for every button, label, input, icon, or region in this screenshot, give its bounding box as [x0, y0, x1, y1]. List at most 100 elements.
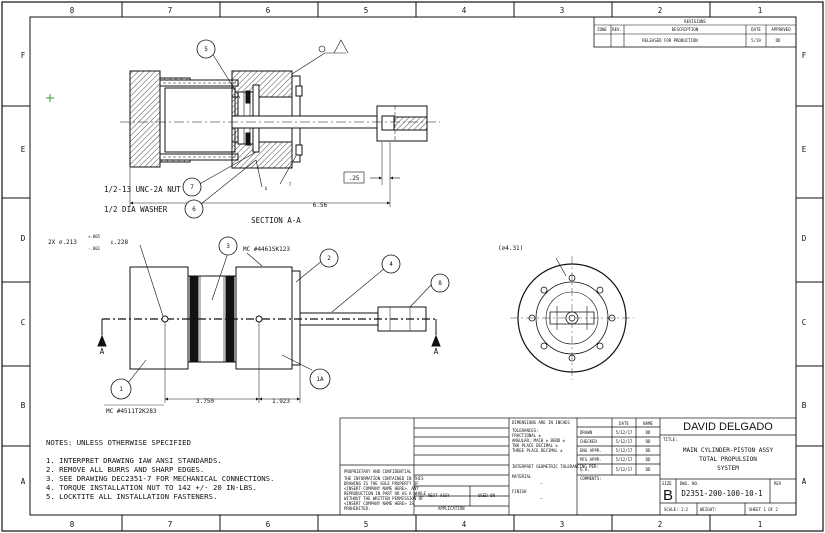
size-label: SIZE [662, 481, 672, 486]
qa-name: DD [646, 467, 651, 472]
dim-note-4: ANGULAR: MACH ± BEND ± [512, 438, 566, 443]
proprietary-title: PROPRIETARY AND CONFIDENTIAL [344, 469, 412, 474]
size-value: B [663, 487, 673, 504]
zone-labels: 8 7 6 5 4 3 2 1 8 7 6 5 4 3 2 1 F E D C … [21, 6, 807, 529]
balloon-1: 1 [119, 386, 123, 393]
dwg-no-value: D2351-200-100-10-1 [681, 489, 762, 498]
application-label: APPLICATION [438, 506, 465, 511]
end-view [510, 256, 634, 380]
used-on-label: USED ON [478, 493, 495, 498]
revisions-col-description: DESCRIPTION [672, 27, 699, 32]
revisions-col-zone: ZONE [597, 27, 607, 32]
zone-col-top-8: 1 [758, 6, 763, 15]
title-block-grid [339, 417, 797, 516]
scale-label: SCALE: 1:2 [664, 507, 689, 512]
zone-row-right-4: C [802, 318, 807, 327]
zone-col-top-2: 7 [168, 6, 173, 15]
eng-appr-date: 5/12/17 [616, 448, 633, 453]
note-3: 3. SEE DRAWING DEC2351-7 FOR MECHANICAL … [46, 474, 274, 483]
title-line-2: TOTAL PROPULSION [699, 456, 757, 463]
mfg-appr-name: DD [646, 457, 651, 462]
section-arrow-right: A [434, 347, 439, 356]
checked-date: 5/12/17 [616, 439, 633, 444]
balloon-5: 5 [204, 46, 208, 53]
title-label: TITLE: [663, 437, 677, 442]
zone-row-left-4: C [21, 318, 26, 327]
origin-cross-icon [46, 94, 54, 102]
balloon-6-washer: 6 [192, 206, 196, 213]
hole-tol-plus: +.005 [88, 234, 101, 239]
title-line-3: SYSTEM [717, 465, 739, 472]
zone-row-left-3: D [21, 234, 26, 243]
zone-row-left-6: A [21, 477, 26, 486]
finish-label: FINISH [512, 489, 527, 494]
note-4: 4. TORQUE INSTALLATION NUT TO 142 +/- 20… [46, 483, 257, 492]
name-header: NAME [643, 421, 653, 426]
balloon-4: 4 [389, 261, 393, 268]
revision-description: RELEASED FOR PRODUCTION [642, 38, 698, 43]
section-arrow-left: A [100, 347, 105, 356]
section-view [120, 39, 440, 209]
notes-heading: NOTES: UNLESS OTHERWISE SPECIFIED [46, 438, 191, 447]
comments-label: COMMENTS: [580, 476, 602, 481]
dim-note-5: TWO PLACE DECIMAL ± [512, 443, 558, 448]
zone-col-bottom-8: 1 [758, 520, 763, 529]
revision-approved: DD [776, 38, 781, 43]
proprietary-line-7: PROHIBITED. [344, 506, 371, 511]
dim-rod-end: .25 [349, 175, 360, 182]
next-assy-label: NEXT ASSY [428, 493, 450, 498]
proprietary-line-1: THE INFORMATION CONTAINED IN THIS [344, 476, 424, 481]
note-5: 5. LOCKTITE ALL INSTALLATION FASTENERS. [46, 492, 217, 501]
dwg-no-label: DWG. NO. [680, 481, 699, 486]
zone-col-bottom-7: 2 [658, 520, 663, 529]
interpret-label: INTERPRET GEOMETRIC TOLERANCING PER: [512, 464, 599, 469]
weight-label: WEIGHT: [700, 507, 717, 512]
zone-row-left-1: F [21, 51, 26, 60]
dim-end-diameter: (⌀4.31) [498, 245, 523, 252]
title-line-1: MAIN CYLINDER-PISTON ASSY [683, 447, 774, 454]
revisions-col-approved: APPROVED [771, 27, 791, 32]
mc-part-top: MC #4461SK123 [243, 246, 290, 253]
zone-col-bottom-4: 5 [364, 520, 369, 529]
zone-row-right-1: F [802, 51, 807, 60]
dim-right: 1.923 [272, 398, 290, 405]
drawn-date: 5/12/17 [616, 430, 633, 435]
material-value: — [540, 481, 543, 486]
balloon-8: 8 [438, 280, 442, 287]
zone-col-top-1: 8 [70, 6, 75, 15]
zone-row-left-5: B [21, 401, 26, 410]
hole-depth: ↧.228 [110, 239, 128, 246]
zone-col-top-5: 4 [462, 6, 467, 15]
zone-col-bottom-5: 4 [462, 520, 467, 529]
balloon-1a: 1A [316, 376, 324, 383]
proprietary-line-6: <INSERT COMPANY NAME HERE> IS [344, 501, 414, 506]
dim-note-3: FRACTIONAL ± [512, 433, 541, 438]
checked-name: DD [646, 439, 651, 444]
label-7: 7 [289, 182, 292, 187]
zone-col-bottom-2: 7 [168, 520, 173, 529]
zone-col-bottom-1: 8 [70, 520, 75, 529]
dim-note-1: DIMENSIONS ARE IN INCHES [512, 420, 570, 425]
revisions-col-rev: REV. [612, 27, 622, 32]
balloon-3: 3 [226, 243, 230, 250]
dim-left: 3.750 [196, 398, 214, 405]
callout-nut: 1/2-13 UNC-2A NUT [104, 185, 181, 194]
rev-label: REV [774, 481, 782, 486]
mfg-appr-label: MFG APPR. [580, 457, 602, 462]
balloon-2: 2 [327, 255, 331, 262]
zone-col-top-7: 2 [658, 6, 663, 15]
zone-row-right-5: B [802, 401, 807, 410]
zone-col-bottom-3: 6 [266, 520, 271, 529]
revisions-table: REVISIONS ZONE REV. DESCRIPTION DATE APP… [593, 16, 797, 48]
front-view [97, 244, 441, 406]
sheet-label: SHEET 1 OF 2 [749, 507, 778, 512]
zone-col-top-4: 5 [364, 6, 369, 15]
eng-appr-name: DD [646, 448, 651, 453]
label-6: 6 [265, 186, 268, 191]
dim-note-6: THREE PLACE DECIMAL ± [512, 448, 563, 453]
zone-row-right-6: A [802, 477, 807, 486]
qa-date: 5/12/17 [616, 467, 633, 472]
zone-col-top-3: 6 [266, 6, 271, 15]
mc-part-bottom: MC #4511T2K283 [106, 408, 157, 415]
